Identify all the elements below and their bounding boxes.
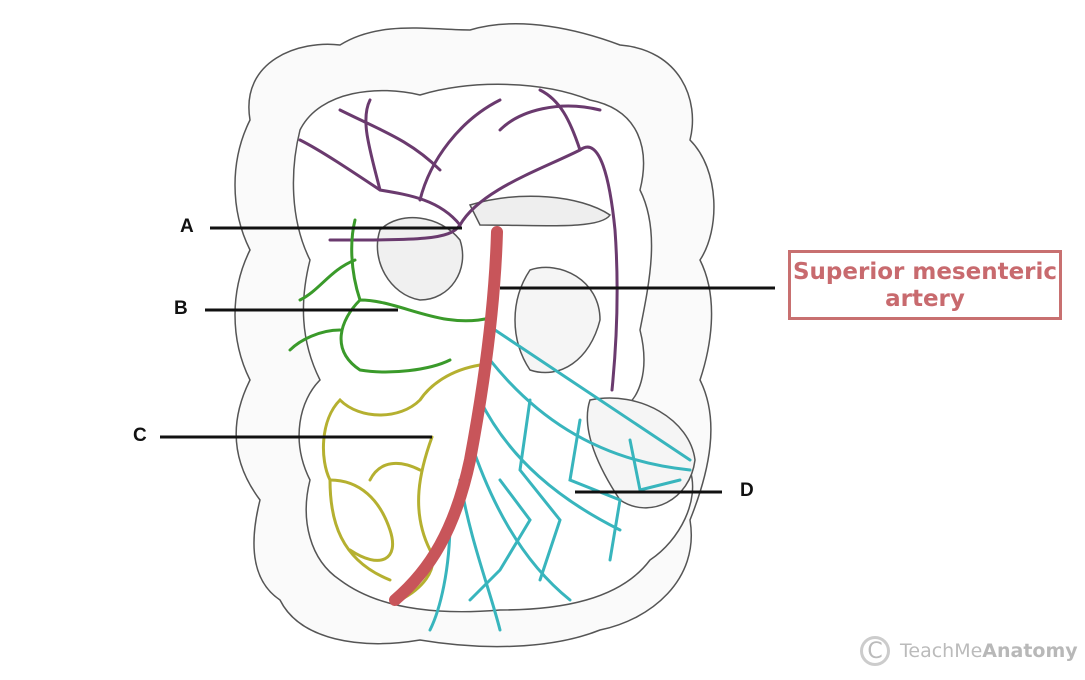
box-line-1: Superior mesenteric [792, 259, 1058, 285]
copyright-icon: C [860, 636, 890, 666]
watermark-bold: Anatomy [982, 640, 1078, 662]
yellow-arteries [321, 363, 482, 602]
superior-mesenteric-artery-label: Superior mesenteric artery [788, 250, 1062, 320]
label-b: B [174, 298, 188, 319]
label-a: A [180, 216, 194, 237]
green-arteries [288, 218, 492, 374]
label-c: C [133, 425, 147, 446]
watermark-light: TeachMe [900, 640, 983, 662]
pointer-lines [160, 226, 775, 494]
label-d: D [740, 480, 754, 501]
superior-mesenteric-artery [389, 226, 503, 606]
cyan-arteries [428, 328, 692, 632]
box-line-2: artery [885, 286, 965, 312]
intestine-outline [234, 23, 715, 648]
